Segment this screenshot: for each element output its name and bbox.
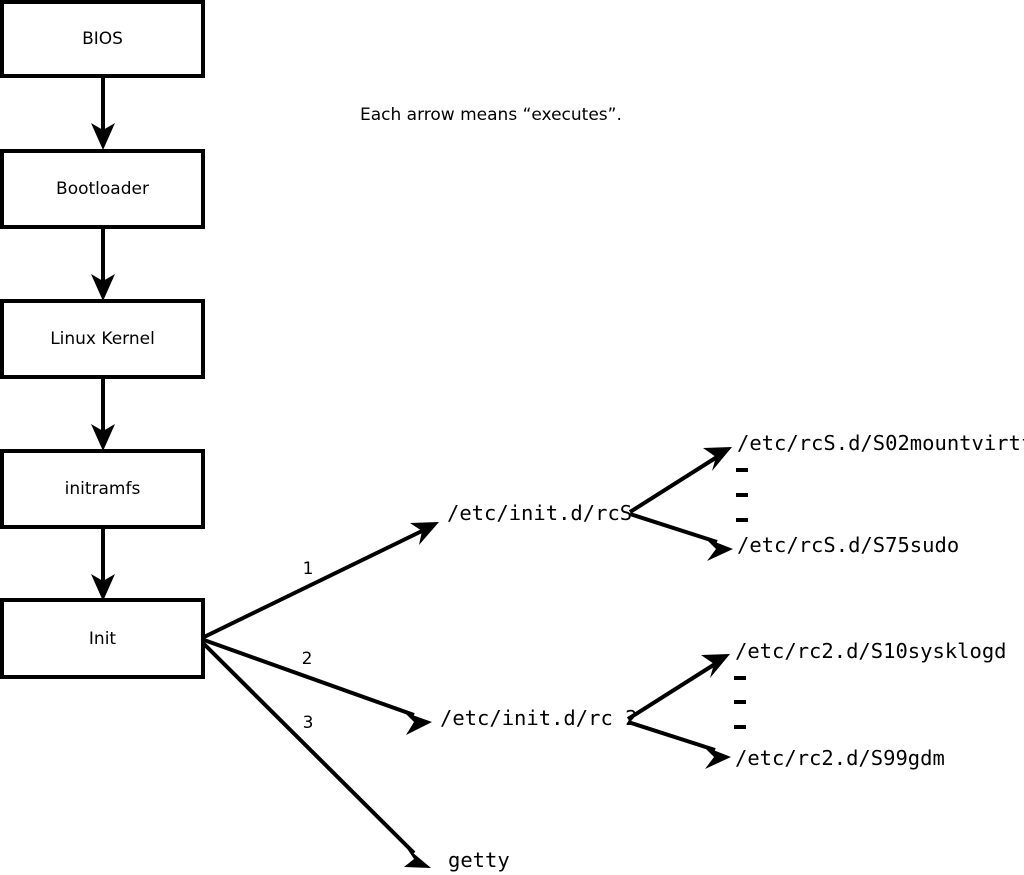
script-fanout-rcs [628, 447, 733, 561]
arrow-bootloader-to-kernel [91, 227, 115, 301]
diagram-note: Each arrow means “executes”. [360, 105, 622, 125]
stage-label-initramfs: initramfs [65, 479, 141, 499]
branch-number-2: 2 [302, 649, 313, 669]
stage-node-init[interactable]: Init [0, 598, 205, 679]
stage-box-linux-kernel [0, 299, 205, 379]
arrow-head-icon [404, 712, 432, 735]
branch-edge-1: 1 [203, 522, 439, 639]
branch-number-1: 1 [303, 559, 314, 579]
script-fanout-rc2 [626, 654, 731, 769]
arrow-shaft-upper [628, 455, 719, 514]
arrow-head-icon [410, 522, 439, 545]
stage-label-init: Init [89, 629, 117, 649]
stage-node-bootloader[interactable]: Bootloader [0, 149, 205, 229]
script-item-rc2-last[interactable]: /etc/rc2.d/S99gdm [735, 746, 945, 770]
branch-number-3: 3 [303, 713, 314, 733]
terminal-node-getty[interactable]: getty [448, 848, 510, 872]
script-item-rc2-first[interactable]: /etc/rc2.d/S10sysklogd [735, 639, 1007, 663]
script-node-rc2[interactable]: /etc/init.d/rc 2 [440, 706, 637, 730]
arrow-initramfs-to-init [91, 527, 115, 601]
script-item-rcs-last[interactable]: /etc/rcS.d/S75sudo [737, 533, 959, 557]
arrow-head-down-icon [91, 274, 115, 301]
stage-node-initramfs[interactable]: initramfs [0, 449, 205, 529]
branch-edge-2: 2 [203, 638, 432, 735]
script-node-rcs[interactable]: /etc/init.d/rcS [447, 501, 632, 525]
arrow-shaft [203, 528, 425, 639]
stage-label-bootloader: Bootloader [56, 179, 149, 199]
stage-node-linux-kernel[interactable]: Linux Kernel [0, 299, 205, 379]
arrow-shaft [203, 638, 415, 717]
stage-box-bootloader [0, 149, 205, 229]
arrow-shaft [202, 642, 416, 855]
arrow-kernel-to-initramfs [91, 377, 115, 451]
arrow-head-icon [701, 654, 730, 678]
arrow-shaft-upper [626, 662, 717, 721]
arrow-shaft-lower [629, 512, 718, 544]
stage-box-init [0, 598, 205, 679]
arrow-head-icon [703, 746, 731, 769]
ellipsis-rc2 [734, 676, 746, 729]
stage-label-linux-kernel: Linux Kernel [50, 329, 155, 349]
arrow-head-icon [705, 538, 733, 561]
arrow-shaft-lower [627, 720, 716, 752]
ellipsis-rcs [736, 468, 748, 522]
arrow-head-icon [703, 447, 732, 471]
arrow-bios-to-bootloader [91, 76, 115, 150]
arrow-head-down-icon [91, 574, 115, 601]
stage-label-bios: BIOS [82, 29, 123, 49]
script-item-rcs-first[interactable]: /etc/rcS.d/S02mountvirtfs [737, 431, 1024, 455]
stage-box-bios [0, 0, 205, 78]
arrow-head-icon [404, 847, 431, 868]
stage-node-bios[interactable]: BIOS [0, 0, 205, 78]
arrow-head-down-icon [91, 424, 115, 451]
arrow-head-down-icon [91, 123, 115, 150]
branch-edge-3: 3 [202, 642, 431, 868]
